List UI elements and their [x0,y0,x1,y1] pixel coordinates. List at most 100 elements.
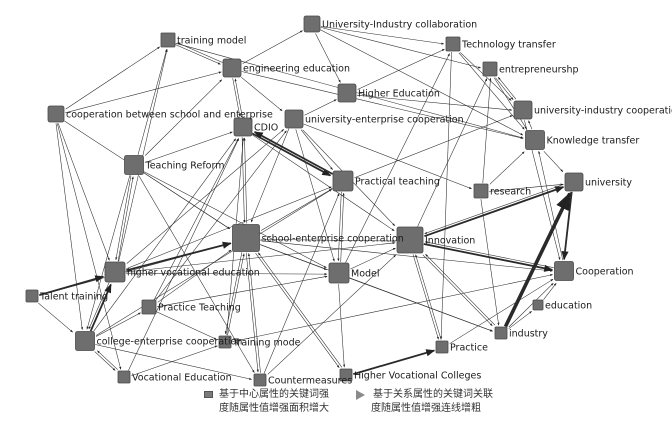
node-label[interactable]: university-enterprise cooperation [305,115,464,126]
edge-higher_vocational_education-to-school_enterprise_coop [126,241,232,272]
edge-college_enterprise_coop-to-countermeasures [95,344,252,380]
edge-technology_transfer-to-knowledge_transfer [458,52,525,130]
edge-college_enterprise_coop-to-cdio [93,138,237,332]
edge-higher_education-to-univ_industry_coop [356,94,513,111]
node-square-icon[interactable] [525,130,545,150]
node-label[interactable]: Vocational Education [132,373,232,384]
node-square-icon[interactable] [494,326,508,340]
node-square-icon[interactable] [124,155,144,175]
node-label[interactable]: Technology transfer [461,40,556,51]
edge-practice_teaching-to-univ_enterprise_coop [155,130,287,300]
edge-countermeasures-to-innovation [267,254,397,375]
node-label[interactable]: Model [351,269,380,280]
node-square-icon[interactable] [141,299,157,315]
edge-teaching_reform-to-engineering_education [145,79,222,156]
legend-edge-text-line2: 度随属性值增强连线增粗 [371,403,481,414]
node-label[interactable]: school-enterprise cooperation [262,234,404,245]
node-label[interactable]: Higher Education [358,89,440,100]
node-square-icon[interactable] [396,226,424,254]
node-label[interactable]: Training mode [232,338,301,349]
node-label[interactable]: cooperation between school and enterpris… [66,110,273,121]
node-label[interactable]: Countermeasures [268,376,352,387]
node-label[interactable]: Innovation [425,236,475,247]
node-square-icon[interactable] [482,61,498,77]
node-square-icon[interactable] [303,15,321,33]
node-label[interactable]: entrepreneurshp [499,65,579,76]
edge-countermeasures-to-school_enterprise_coop [247,253,261,373]
node-square-icon[interactable] [222,58,242,78]
node-square-icon[interactable] [75,331,95,351]
edge-research-to-industry [480,199,500,326]
node-square-icon[interactable] [532,299,544,311]
node-square-icon[interactable] [104,261,126,283]
node-square-icon[interactable] [233,117,253,137]
edge-practice_teaching-to-training_mode [156,311,217,340]
edge-coop_school_enterprise-to-school_enterprise_coop [64,120,231,230]
node-square-icon[interactable] [337,83,357,103]
node-square-icon[interactable] [253,373,267,387]
node-square-icon[interactable] [445,36,461,52]
edge-training_mode-to-cooperation [232,274,553,342]
node-label[interactable]: University-Industry collaboration [322,20,477,31]
node-label[interactable]: industry [509,329,548,340]
node-label[interactable]: college-enterprise cooperation [97,337,243,348]
node-label[interactable]: Teaching Reform [145,161,225,172]
node-label[interactable]: Talent training [39,292,108,303]
node-label[interactable]: training model [177,36,246,47]
node-label[interactable]: education [545,301,592,312]
edge-coop_school_enterprise-to-training_model [65,46,160,110]
node-label[interactable]: Knowledge transfer [547,136,640,147]
node-label[interactable]: Practical teaching [355,177,440,188]
node-label[interactable]: Higher Vocational Colleges [354,371,481,382]
node-square-icon[interactable] [284,109,304,129]
node-label[interactable]: Practice [450,343,488,354]
edge-engineering_education-to-univ_enterprise_coop [241,76,283,112]
edge-univ_enterprise_coop-to-school_enterprise_coop [250,128,290,223]
edge-practical_teaching-to-cdio [253,131,334,175]
node-square-icon[interactable] [564,172,584,192]
node-square-icon[interactable] [25,289,39,303]
edge-industry-to-cooperation [508,283,554,328]
node-square-icon[interactable] [513,100,533,120]
edge-vocational_education-to-cdio [128,138,240,371]
node-label[interactable]: CDIO [254,123,278,134]
edge-higher_vocational_colleges-to-practice [353,349,436,375]
node-square-icon[interactable] [117,370,131,384]
edge-uic_collab-to-entrepreneurship [320,27,481,69]
legend-arrow-icon [356,389,365,400]
edge-college_enterprise_coop-to-practice_teaching [95,312,141,337]
edge-school_enterprise_coop-to-higher_vocational_colleges [255,253,340,368]
edge-model-to-innovation [350,247,396,270]
node-square-icon[interactable] [339,368,353,382]
node-label[interactable]: university [585,178,632,189]
node-square-icon[interactable] [328,262,350,284]
edge-layer [38,26,573,380]
edge-industry-to-education [508,311,532,329]
edge-innovation-to-entrepreneurship [417,78,488,227]
edge-teaching_reform-to-countermeasures [138,175,255,373]
node-square-icon[interactable] [554,261,574,281]
node-square-icon[interactable] [435,340,449,354]
edge-engineering_education-to-knowledge_transfer [241,71,524,139]
node-label[interactable]: research [490,187,531,198]
edge-school_enterprise_coop-to-practical_teaching [260,188,332,231]
node-label[interactable]: university-industry cooperation [534,106,672,117]
node-square-icon[interactable] [218,335,232,349]
edge-training_mode-to-school_enterprise_coop [227,253,245,336]
node-label[interactable]: engineering education [243,64,350,75]
edge-higher_vocational_education-to-practical_teaching [126,186,332,269]
node-square-icon[interactable] [232,224,260,252]
node-square-icon[interactable] [332,170,354,192]
node-square-icon[interactable] [47,105,65,123]
node-label[interactable]: Cooperation [576,267,634,278]
label-layer: training model engineering education Unive… [39,20,672,387]
node-square-icon[interactable] [473,183,489,199]
edge-college_enterprise_coop-to-higher_vocational_education [89,283,112,332]
node-label[interactable]: higher vocational education [127,268,260,279]
node-square-icon[interactable] [160,32,176,48]
edge-univ_industry_coop-to-entrepreneurship [497,76,517,100]
edge-research-to-entrepreneurship [482,77,492,184]
node-label[interactable]: Practice Teaching [158,303,241,314]
edge-uic_collab-to-knowledge_transfer [320,29,524,136]
